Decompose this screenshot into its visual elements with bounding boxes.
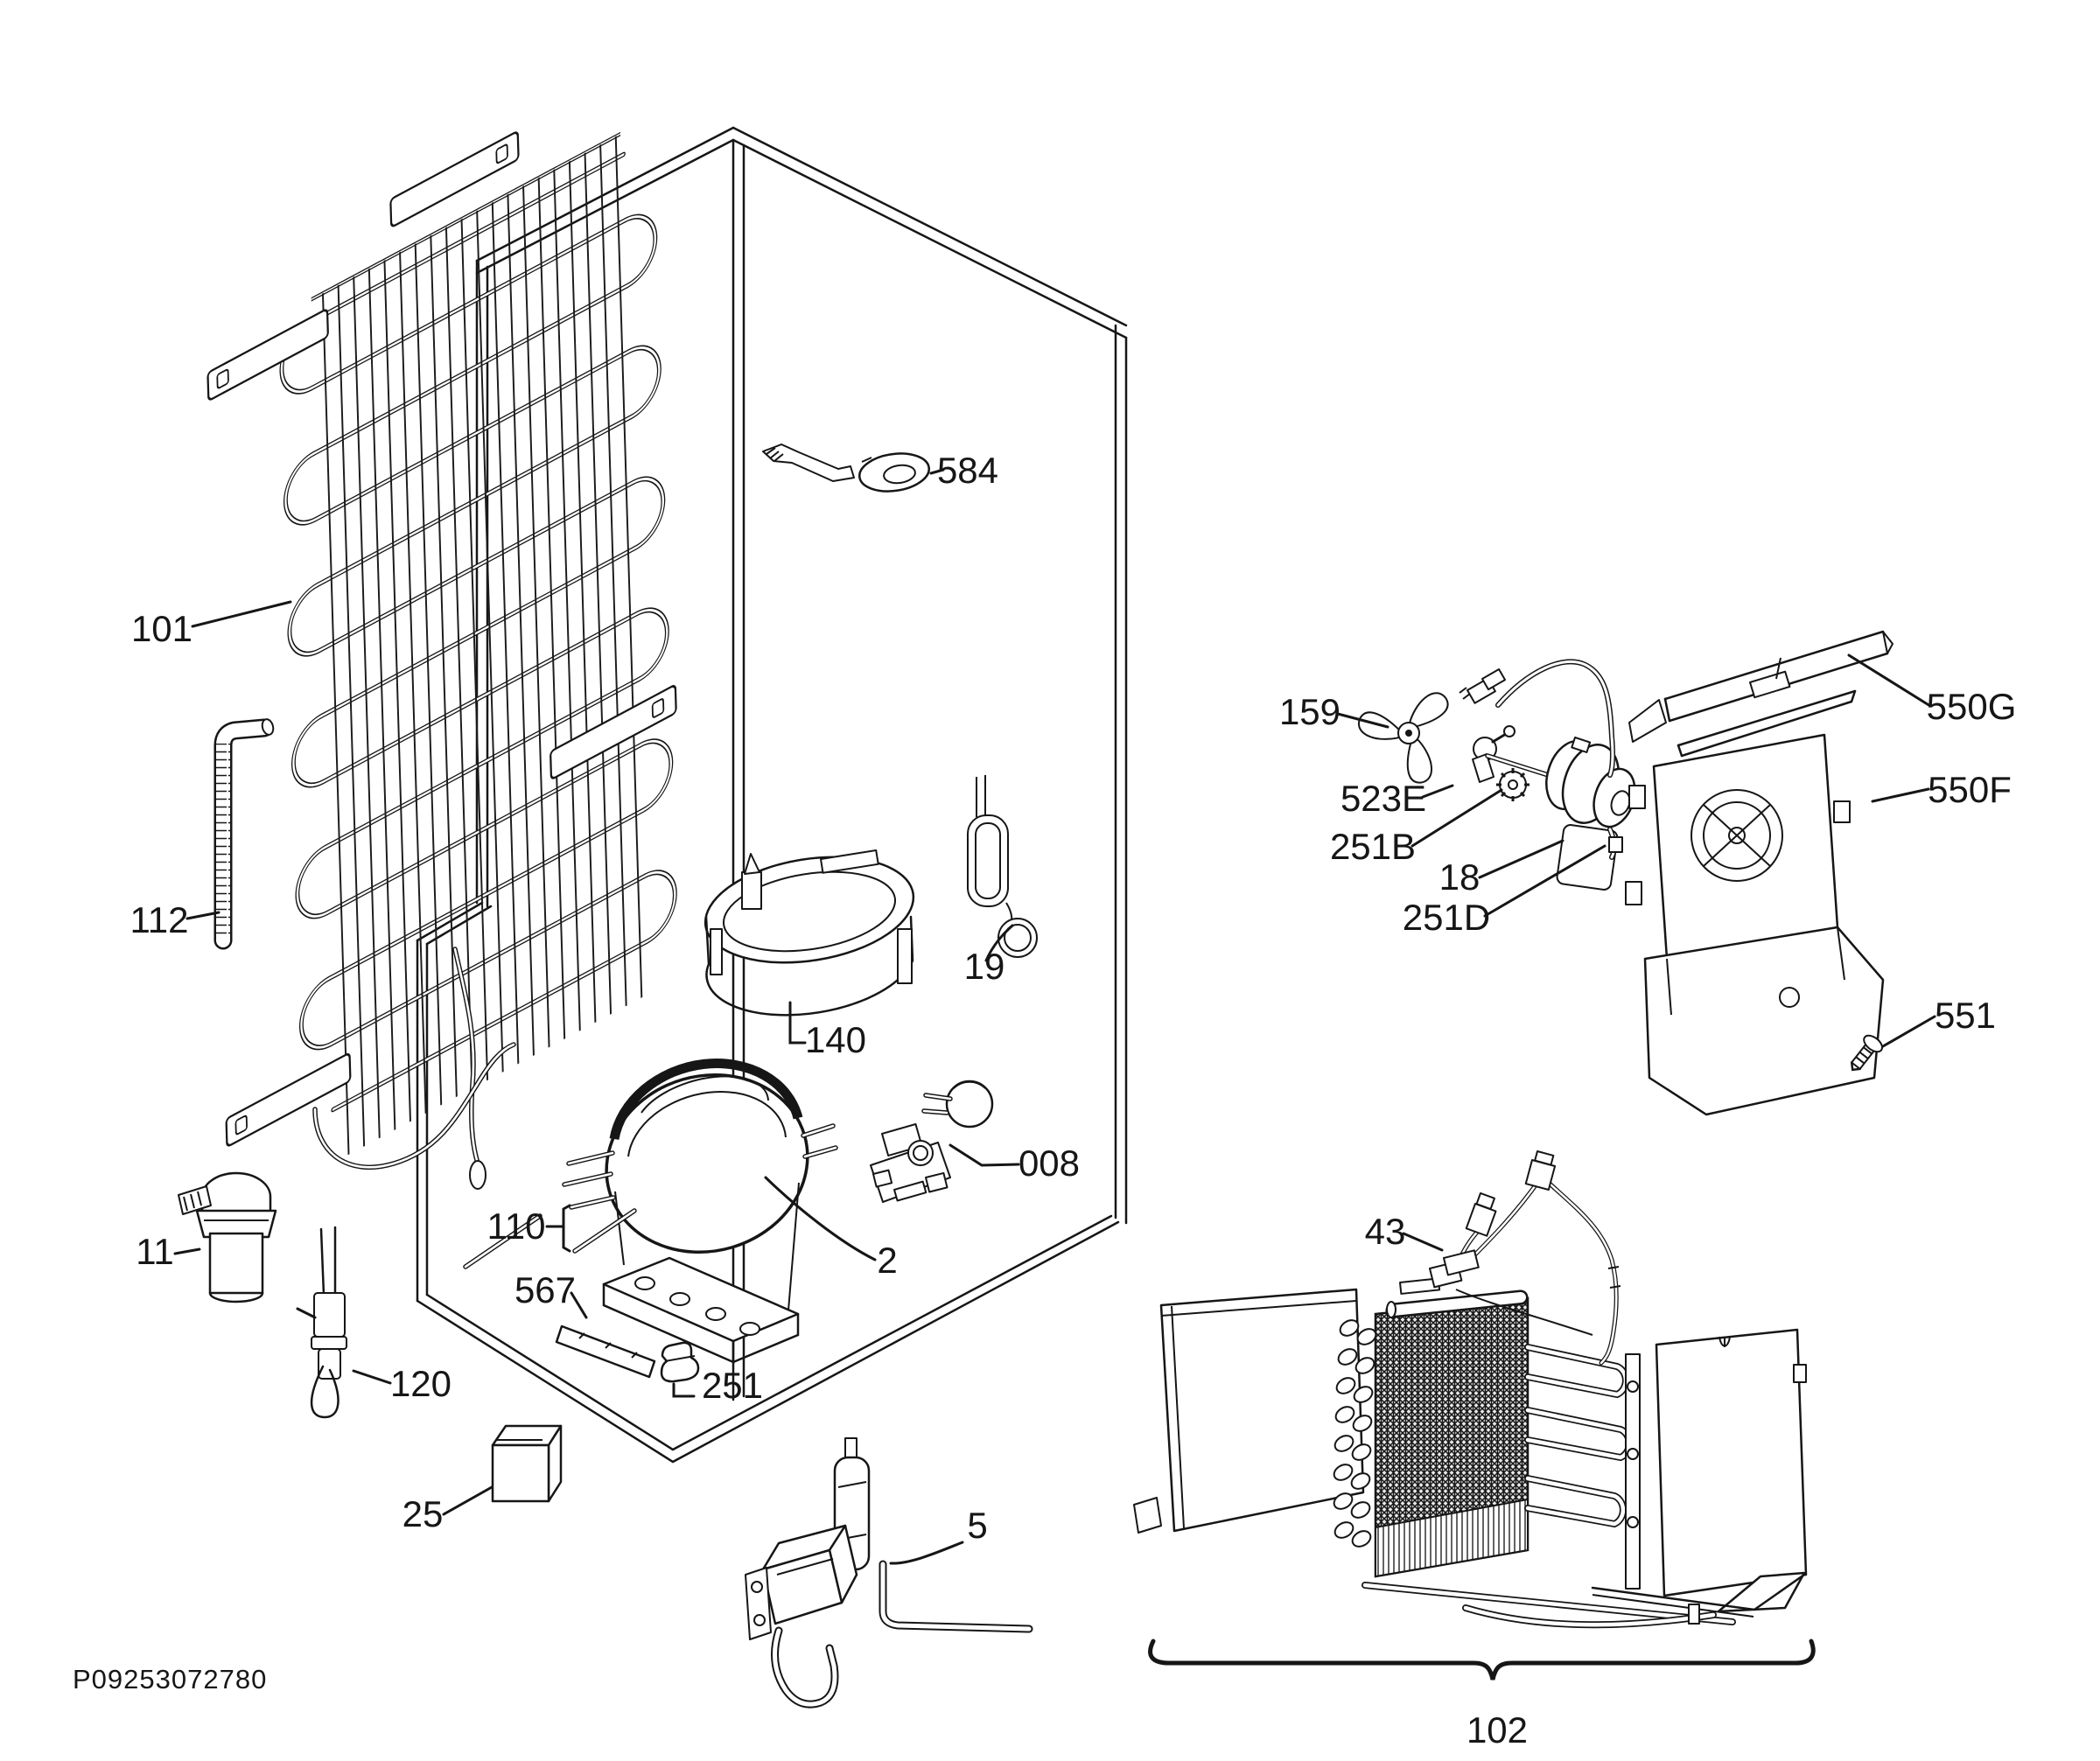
- grommet-drawing: [660, 1341, 700, 1383]
- leader-5: [889, 1541, 964, 1565]
- part-label-251B: 251B: [1330, 826, 1416, 867]
- leader-25: [442, 1485, 494, 1516]
- condenser-grid-drawing: [206, 131, 677, 1156]
- part-label-140: 140: [805, 1019, 866, 1060]
- part-label-008: 008: [1018, 1143, 1080, 1184]
- sensor-probe-drawing: [296, 1226, 347, 1419]
- fan-motor-drawing: [1485, 736, 1636, 891]
- part-label-550F: 550F: [1928, 769, 2012, 810]
- part-label-551: 551: [1935, 995, 1996, 1036]
- part-labels: 101 112 11 120 25 110 567 251 2 140 584 …: [130, 450, 2017, 1751]
- evaporator-return-bends: [1333, 1319, 1377, 1548]
- leader-008: [948, 1143, 1020, 1167]
- part-label-5: 5: [967, 1505, 987, 1546]
- part-label-584: 584: [937, 450, 998, 491]
- evaporator-core: [1333, 1277, 1530, 1578]
- water-valve-drawing: [745, 1437, 1033, 1709]
- screw-drawing: [1850, 1034, 1884, 1072]
- document-code: P09253072780: [73, 1664, 267, 1695]
- fan-blade-drawing: [1357, 692, 1449, 784]
- part-label-101: 101: [131, 608, 192, 649]
- leader-110: [545, 1204, 571, 1253]
- part-label-112: 112: [130, 899, 189, 940]
- part-label-567: 567: [514, 1269, 576, 1310]
- part-label-251D: 251D: [1403, 897, 1490, 938]
- evaporator-left-panel: [1133, 1288, 1365, 1534]
- leader-550G: [1847, 653, 1932, 708]
- duct-panel-drawing: [1625, 733, 1885, 1116]
- part-label-43: 43: [1365, 1211, 1406, 1252]
- leader-584: [929, 468, 945, 475]
- thermostat-sensor-drawing: [762, 444, 930, 493]
- part-label-251: 251: [702, 1365, 763, 1406]
- compressor-drawing: [562, 1059, 838, 1364]
- tube-rods-drawing: [463, 1208, 637, 1269]
- part-label-102: 102: [1466, 1709, 1528, 1751]
- mounting-rail-drawing: [555, 1324, 656, 1379]
- part-label-18: 18: [1439, 856, 1480, 898]
- heater-tube-drawing: [214, 718, 275, 950]
- condenser-wires: [321, 136, 643, 1156]
- leader-18: [1478, 839, 1564, 879]
- part-label-159: 159: [1279, 691, 1340, 732]
- leader-140: [788, 1001, 807, 1045]
- condenser-mounting-straps: [206, 131, 677, 1147]
- motor-clip-drawing: [1608, 836, 1623, 853]
- ptc-box-drawing: [491, 1424, 563, 1503]
- leader-112: [186, 911, 220, 920]
- leader-550F: [1871, 787, 1930, 803]
- leader-551: [1881, 1015, 1936, 1048]
- part-label-110: 110: [487, 1205, 546, 1247]
- condenser-outlet-tubes: [312, 947, 516, 1190]
- condenser-tubes: [279, 151, 677, 1113]
- brace-102: [1148, 1639, 1816, 1681]
- leader-2: [764, 1176, 877, 1261]
- part-label-523E: 523E: [1340, 778, 1426, 819]
- impeller-gear-drawing: [1496, 768, 1530, 801]
- leader-523E: [1421, 784, 1454, 799]
- leader-159: [1336, 712, 1390, 729]
- part-label-19: 19: [964, 946, 1005, 987]
- part-label-550G: 550G: [1927, 686, 2017, 727]
- leader-251D: [1483, 844, 1606, 918]
- evaporator-right-panel: [1591, 1328, 1808, 1625]
- start-relay-drawing: [870, 1080, 994, 1203]
- leader-251: [672, 1382, 696, 1398]
- leader-43: [1402, 1232, 1444, 1252]
- leader-lines: [173, 468, 1936, 1565]
- defrost-heater-tubes: [1362, 1344, 1736, 1629]
- leader-11: [173, 1247, 201, 1255]
- leader-19: [984, 924, 1014, 962]
- part-label-11: 11: [136, 1231, 174, 1272]
- evaporator-assembly-drawing: [1133, 1150, 1816, 1681]
- part-label-120: 120: [390, 1363, 452, 1404]
- part-label-25: 25: [402, 1493, 444, 1534]
- part-label-2: 2: [877, 1240, 897, 1281]
- duct-cover-top-drawing: [1628, 630, 1894, 758]
- evaporator-harness: [1429, 1150, 1621, 1366]
- leader-120: [352, 1369, 392, 1385]
- drier-cartridge-drawing: [178, 1171, 277, 1303]
- suction-line-coil-drawing: [967, 775, 1038, 958]
- cabinet-outline-drawing: [416, 126, 1128, 1464]
- leader-101: [191, 600, 292, 628]
- drip-tray-drawing: [704, 849, 915, 1017]
- leader-567: [570, 1291, 588, 1319]
- leader-251B: [1410, 788, 1503, 848]
